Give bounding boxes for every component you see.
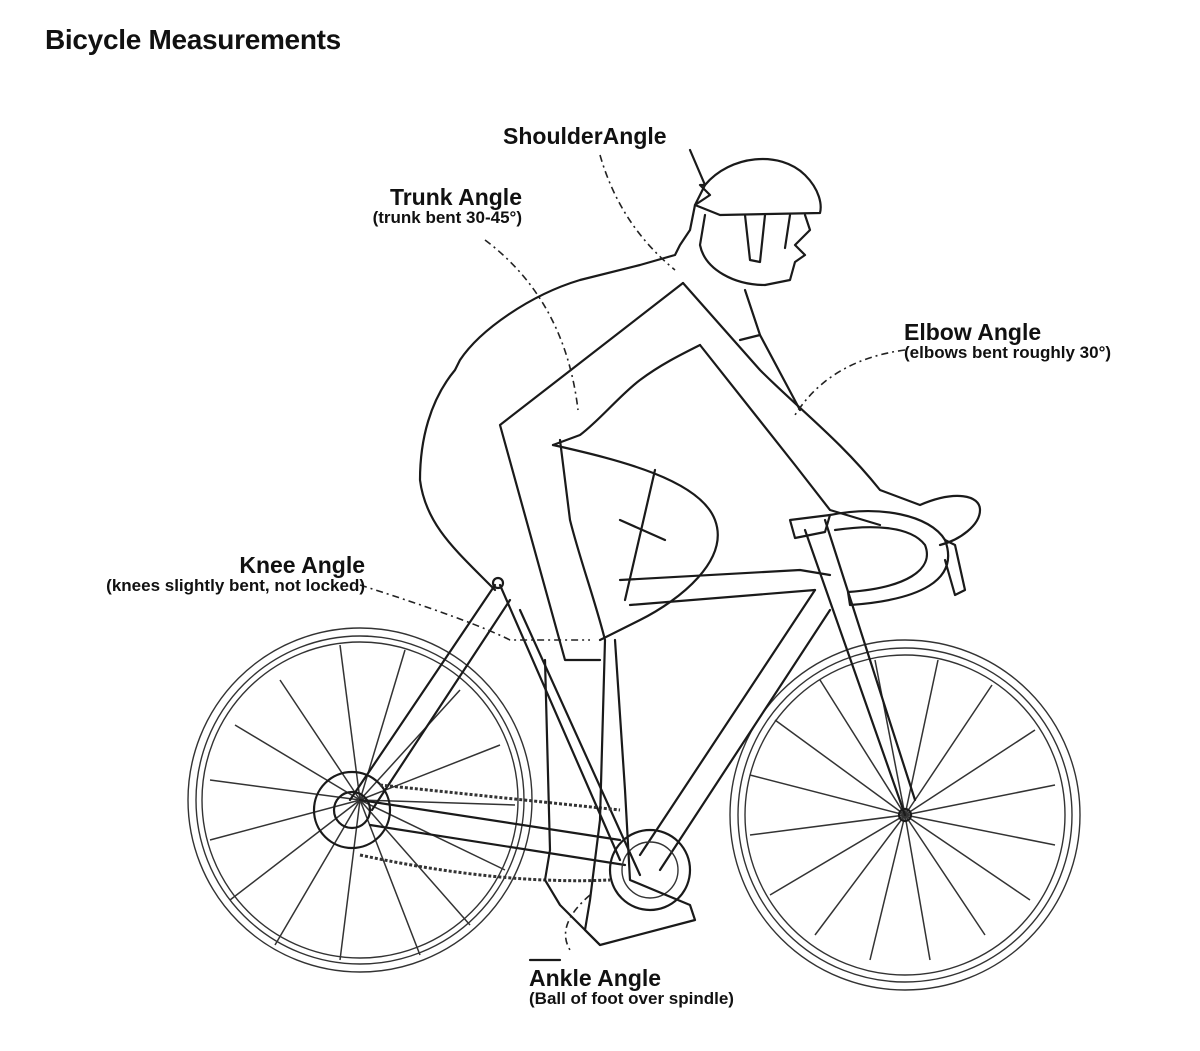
shoulder-pointer (599, 154, 676, 271)
ankle-angle-label: Ankle Angle (Ball of foot over spindle) (529, 966, 734, 1008)
knee-angle-note: (knees slightly bent, not locked) (106, 576, 365, 596)
elbow-angle-title: Elbow Angle (904, 319, 1042, 345)
bicycle-frame (348, 510, 967, 962)
elbow-angle-label: Elbow Angle (elbows bent roughly 30°) (904, 320, 1111, 362)
rear-wheel (187, 627, 533, 973)
shoulder-angle-label: ShoulderAngle (503, 124, 667, 148)
elbow-angle-note: (elbows bent roughly 30°) (904, 343, 1112, 363)
pointer-arrows (359, 154, 906, 951)
elbow-pointer (794, 349, 906, 416)
trunk-angle-label: Trunk Angle (trunk bent 30-45°) (328, 185, 522, 227)
knee-pointer (359, 584, 590, 641)
shoulder-angle-title: ShoulderAngle (503, 123, 667, 149)
ankle-angle-title: Ankle Angle (529, 965, 662, 991)
trunk-angle-title: Trunk Angle (389, 184, 522, 210)
ankle-angle-note: (Ball of foot over spindle) (529, 989, 734, 1009)
trunk-pointer (484, 239, 579, 411)
knee-angle-label: Knee Angle (knees slightly bent, not loc… (40, 553, 365, 595)
front-wheel (729, 639, 1081, 991)
rider-figure (418, 148, 982, 947)
ankle-pointer (564, 894, 591, 951)
page-title: Bicycle Measurements (45, 24, 341, 55)
knee-angle-title: Knee Angle (239, 552, 365, 578)
trunk-angle-note: (trunk bent 30-45°) (372, 208, 522, 228)
